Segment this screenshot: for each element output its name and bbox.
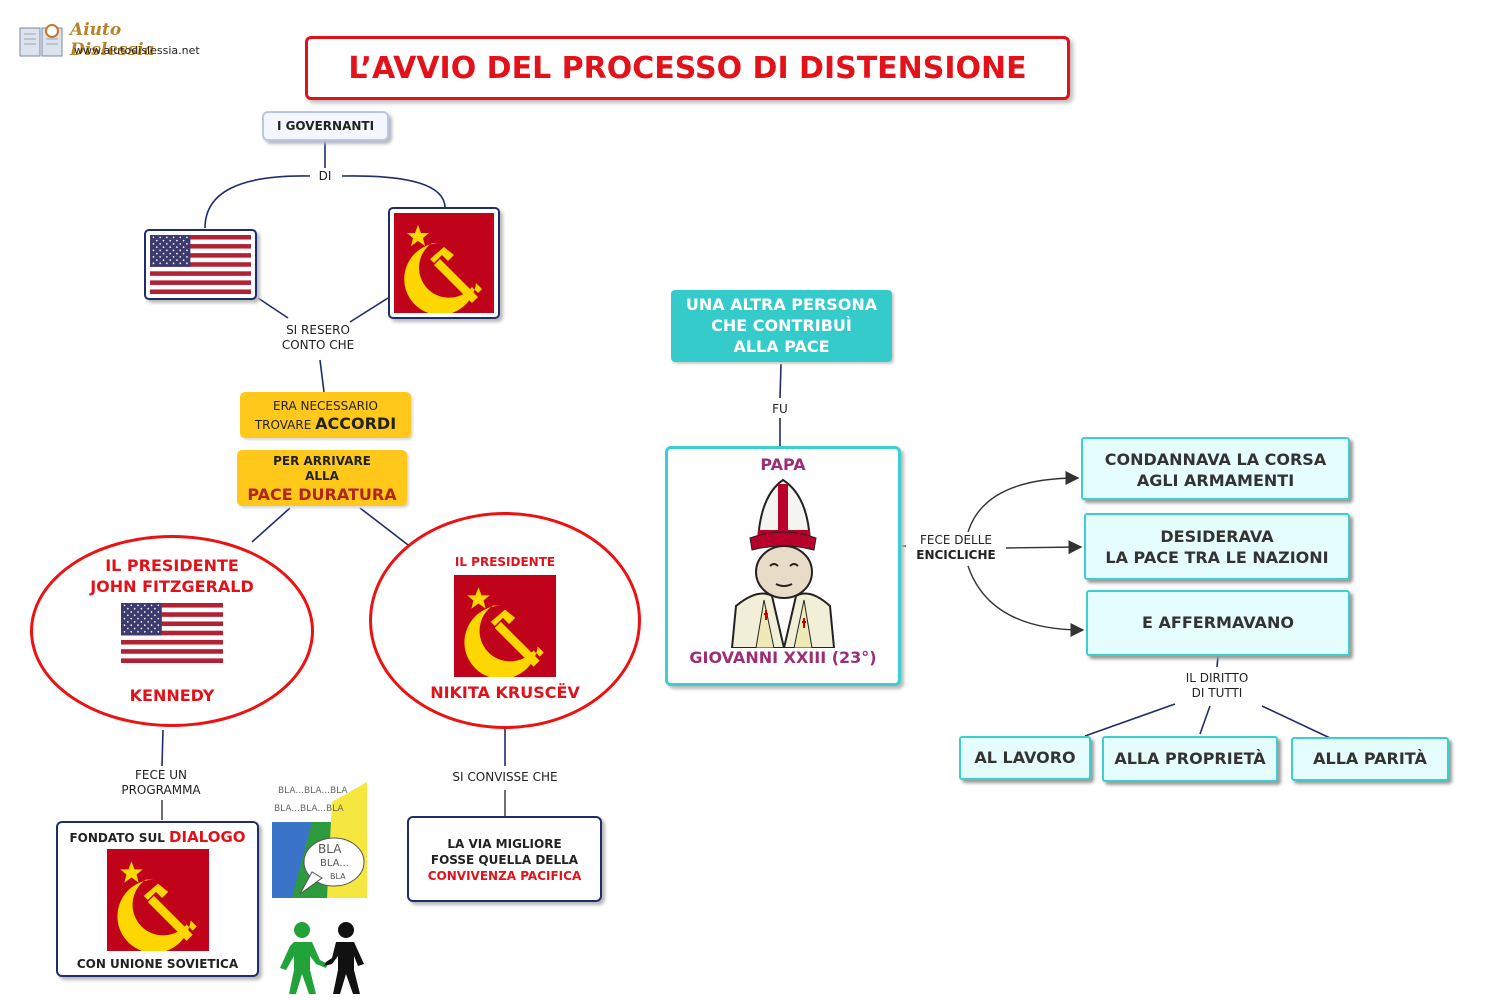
diritto-line1: IL DIRITTO [1185, 671, 1249, 685]
encicliche-label: FECE DELLE ENCICLICHE [906, 533, 1006, 563]
logo-text: Aiuto Dislessia [70, 20, 155, 60]
papa-label: PAPA [760, 455, 806, 474]
giovanni-label: GIOVANNI XXIII (23°) [689, 648, 877, 667]
condannava-line1: CONDANNAVA LA CORSA [1104, 450, 1327, 469]
us-flag-icon [121, 603, 223, 664]
altra-line1: UNA ALTRA PERSONA [685, 295, 878, 314]
diritto-line2: DI TUTTI [1191, 686, 1243, 700]
accordi-trovare: TROVARE [254, 418, 312, 432]
governanti-text: I GOVERNANTI [276, 119, 375, 133]
book-icon [18, 22, 64, 60]
altra-line3: ALLA PACE [733, 337, 830, 356]
altra-persona-node: UNA ALTRA PERSONA CHE CONTRIBUÌ ALLA PAC… [671, 290, 892, 362]
logo-url: www.aiutodislessia.net [74, 44, 200, 57]
affermavano-text: E AFFERMAVANO [1142, 613, 1294, 632]
pace-line2: ALLA [305, 469, 339, 483]
bla-line-4: BLA... [320, 858, 349, 869]
bla-line-5: BLA [330, 872, 346, 881]
kennedy-title-line1: IL PRESIDENTE [105, 556, 239, 575]
affermavano-node: E AFFERMAVANO [1086, 590, 1350, 656]
ussr-flag-icon [454, 575, 556, 680]
bla-bla-illustration: BLA...BLA...BLA BLA...BLA...BLA BLA BLA.… [272, 782, 367, 898]
fece-un-line1: FECE UN [134, 768, 188, 782]
ussr-flag-icon [394, 213, 494, 315]
kennedy-title: IL PRESIDENTE JOHN FITZGERALD [33, 555, 311, 597]
kruscev-title: IL PRESIDENTE [454, 555, 556, 569]
desiderava-line2: LA PACE TRA LE NAZIONI [1105, 548, 1329, 567]
bla-line-2: BLA...BLA...BLA [274, 804, 344, 814]
kruscev-node: IL PRESIDENTE NIKITA KRUSCËV [369, 512, 641, 729]
proprieta-node: ALLA PROPRIETÀ [1102, 736, 1278, 782]
accordi-line2: TROVARE ACCORDI [240, 415, 411, 434]
hammer-sickle-icon [464, 587, 544, 680]
ussr-flag-node [388, 207, 500, 319]
lavoro-text: AL LAVORO [974, 748, 1076, 767]
lavoro-node: AL LAVORO [959, 736, 1091, 780]
papa-node: PAPA GIOVANNI XXIII (23°) [665, 446, 901, 686]
hammer-sickle-icon [116, 861, 197, 954]
page-title: L’AVVIO DEL PROCESSO DI DISTENSIONE [305, 36, 1070, 100]
fece-delle-text: FECE DELLE [919, 533, 993, 547]
parita-node: ALLA PARITÀ [1291, 737, 1449, 781]
via-line3: CONVIVENZA PACIFICA [427, 869, 582, 883]
fece-un-line2: PROGRAMMA [121, 783, 201, 797]
usa-flag-node [144, 229, 257, 300]
pace-line1: PER ARRIVARE [273, 454, 371, 468]
bla-line-3: BLA [318, 842, 342, 856]
parita-text: ALLA PARITÀ [1313, 749, 1427, 768]
handshake-icon [276, 920, 371, 994]
pope-portrait [728, 476, 838, 649]
convivenza-node: LA VIA MIGLIORE FOSSE QUELLA DELLA CONVI… [407, 816, 602, 902]
si-resero-line2: CONTO CHE [281, 338, 355, 352]
si-resero-line1: SI RESERO [286, 323, 350, 337]
accordi-word: ACCORDI [315, 414, 397, 433]
altra-line2: CHE CONTRIBUÌ [711, 316, 852, 335]
fece-un-label: FECE UN PROGRAMMA [106, 768, 216, 798]
hammer-sickle-icon [404, 225, 482, 315]
page-title-text: L’AVVIO DEL PROCESSO DI DISTENSIONE [348, 50, 1027, 86]
pace-duratura-node: PER ARRIVARE ALLA PACE DURATURA [237, 450, 407, 506]
via-line2: FOSSE QUELLA DELLA [430, 853, 579, 867]
si-resero-label: SI RESERO CONTO CHE [270, 323, 366, 353]
site-logo[interactable]: Aiuto Dislessia www.aiutodislessia.net [18, 18, 208, 64]
us-flag-icon [150, 235, 251, 295]
condannava-line2: AGLI ARMAMENTI [1136, 471, 1295, 490]
con-unione-text: CON UNIONE SOVIETICA [76, 957, 239, 971]
kennedy-name: KENNEDY [129, 686, 215, 705]
governanti-node: I GOVERNANTI [262, 111, 389, 141]
dialogo-title: FONDATO SUL DIALOGO [58, 828, 257, 846]
dialogo-node: FONDATO SUL DIALOGO CON UNIONE SOVIETICA [56, 821, 259, 977]
encicliche-text: ENCICLICHE [916, 548, 996, 562]
condannava-node: CONDANNAVA LA CORSA AGLI ARMAMENTI [1081, 437, 1350, 500]
fu-label: FU [766, 402, 794, 417]
pace-duratura-text: PACE DURATURA [247, 485, 397, 504]
desiderava-node: DESIDERAVA LA PACE TRA LE NAZIONI [1084, 513, 1350, 580]
diritto-label: IL DIRITTO DI TUTTI [1172, 671, 1262, 701]
via-line1: LA VIA MIGLIORE [447, 837, 562, 851]
kennedy-title-line2: JOHN FITZGERALD [90, 577, 254, 596]
ussr-flag-icon [106, 849, 209, 954]
kruscev-name: NIKITA KRUSCËV [430, 683, 580, 702]
kennedy-node: IL PRESIDENTE JOHN FITZGERALD KENNEDY [30, 535, 314, 727]
fondato-sul-text: FONDATO SUL [69, 831, 165, 845]
di-label: DI [312, 169, 338, 184]
accordi-line1: ERA NECESSARIO [273, 399, 378, 413]
si-convisse-label: SI CONVISSE CHE [440, 770, 570, 785]
proprieta-text: ALLA PROPRIETÀ [1114, 749, 1266, 768]
desiderava-line1: DESIDERAVA [1160, 527, 1274, 546]
dialogo-text: DIALOGO [169, 828, 246, 846]
bla-line-1: BLA...BLA...BLA [278, 786, 348, 796]
accordi-node: ERA NECESSARIO TROVARE ACCORDI [240, 392, 411, 438]
